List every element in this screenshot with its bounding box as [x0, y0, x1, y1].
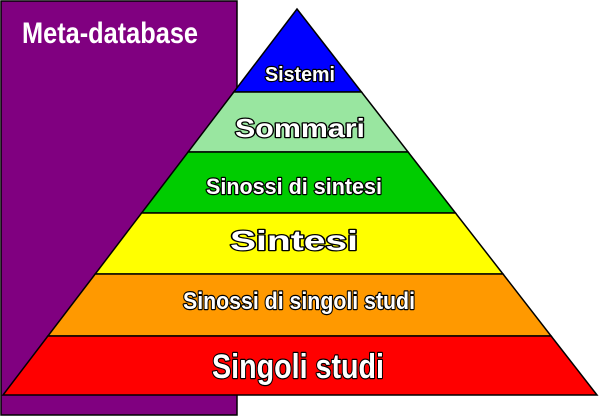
- label-sintesi: Sintesi: [230, 225, 358, 256]
- label-sommari: Sommari: [235, 113, 365, 143]
- label-sinossi-di-singoli-studi: Sinossi di singoli studi: [183, 288, 415, 315]
- pyramid-level-singoli-studi: [1, 335, 599, 396]
- label-sistemi: Sistemi: [265, 64, 335, 86]
- label-sinossi-di-sintesi: Sinossi di sintesi: [206, 174, 382, 199]
- label-singoli-studi: Singoli studi: [212, 348, 384, 386]
- meta-database-label: Meta-database: [22, 17, 198, 50]
